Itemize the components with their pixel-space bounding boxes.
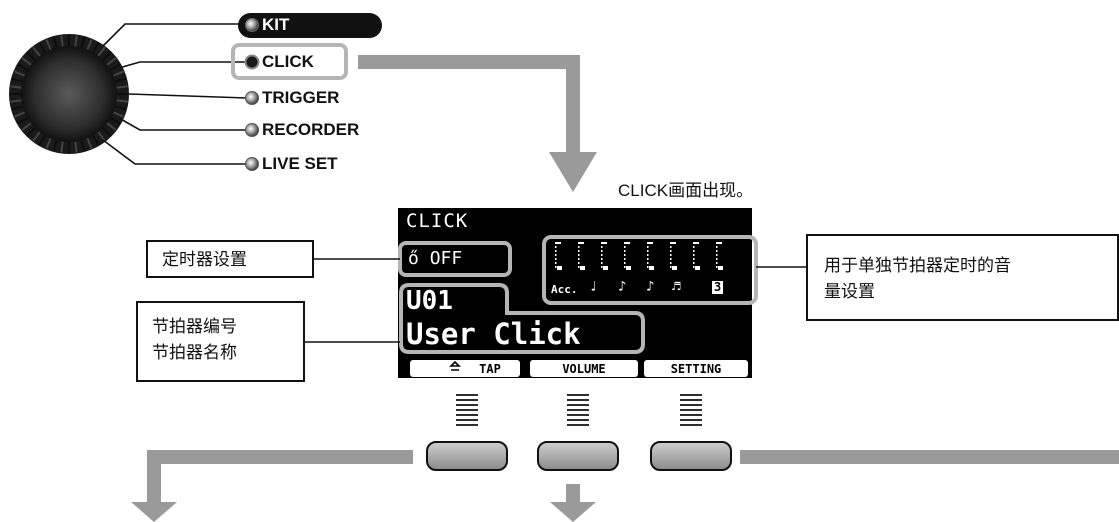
live-set-led-icon (245, 157, 259, 171)
kit-active-pill (238, 13, 382, 38)
dial-leader-lines (102, 23, 248, 165)
screen-appears-annotation: CLICK画面出现。 (618, 181, 754, 200)
meter-column (693, 242, 700, 270)
timer-value: OFF (429, 248, 463, 269)
tap-softkey-button[interactable] (426, 441, 508, 471)
click-name: User Click (406, 317, 581, 351)
softkey-buttons (426, 441, 732, 471)
mode-live-set-label[interactable]: LIVE SET (262, 154, 338, 173)
tap-icon (449, 360, 461, 371)
recorder-led-icon (245, 123, 259, 137)
mode-leds (244, 18, 260, 171)
meter-label-triplet: 3 (712, 280, 724, 294)
volume-callout-line2: 量设置 (824, 282, 875, 301)
meter-column (555, 242, 562, 270)
timer-setting: ő OFF (408, 248, 462, 269)
meter-column (601, 242, 608, 270)
meter-label-beamed: ♬ (672, 279, 681, 295)
mode-dial-knob[interactable] (9, 34, 129, 154)
mode-click-label[interactable]: CLICK (262, 52, 314, 71)
mode-recorder-label[interactable]: RECORDER (262, 120, 360, 139)
setting-softkey-button[interactable] (650, 441, 732, 471)
volume-callout: 用于单独节拍器定时的音 量设置 (806, 234, 1119, 321)
meter-column (716, 242, 723, 270)
timer-callout: 定时器设置 (146, 240, 314, 278)
lcd-title: CLICK (406, 210, 469, 232)
metronome-callout-line2: 节拍器名称 (152, 343, 237, 362)
softkey-label-boxes (410, 360, 748, 377)
meter-label-quarter: ♩ (589, 279, 598, 295)
meter-column (578, 242, 585, 270)
meter-label-acc: Acc. (551, 283, 578, 296)
kit-led-icon (245, 18, 259, 32)
meter-label-eighth: ♪ (618, 279, 627, 295)
meter-column (647, 242, 654, 270)
click-number: U01 (406, 286, 453, 316)
stopwatch-icon: ő (408, 248, 419, 269)
meter-column (670, 242, 677, 270)
softkey-tap-label: TAP (479, 362, 501, 376)
softkey-connector-lines (456, 394, 702, 426)
click-highlight-frame (231, 43, 348, 80)
mode-kit-label[interactable]: KIT (262, 15, 290, 34)
timer-callout-text: 定时器设置 (162, 250, 247, 269)
flow-arrow-to-screen (358, 55, 597, 192)
volume-callout-line1: 用于单独节拍器定时的音 (824, 256, 1011, 275)
meter-label-sixteenth: ♪ (646, 279, 655, 295)
metronome-callout: 节拍器编号 节拍器名称 (136, 301, 305, 382)
volume-softkey-button[interactable] (537, 441, 619, 471)
softkey-volume-label: VOLUME (562, 362, 606, 376)
metronome-callout-line1: 节拍器编号 (152, 317, 237, 336)
click-led-icon (244, 54, 260, 70)
meter-column (624, 242, 631, 270)
softkey-setting-label: SETTING (670, 362, 722, 376)
flow-arrows-bottom (131, 450, 1119, 522)
mode-trigger-label[interactable]: TRIGGER (262, 88, 340, 107)
trigger-led-icon (245, 91, 259, 105)
click-volume-meters (555, 242, 723, 270)
callout-leader-lines (305, 258, 806, 343)
